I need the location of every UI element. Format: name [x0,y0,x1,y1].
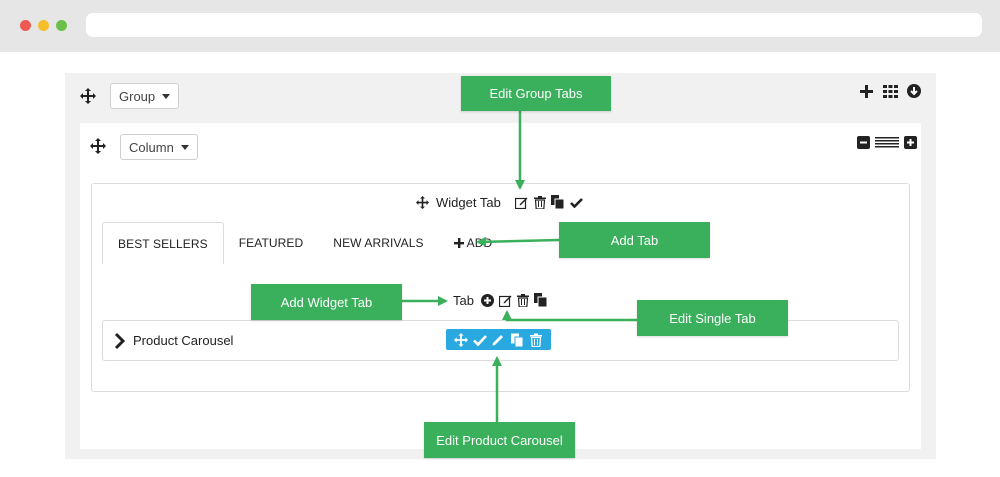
download-circle-icon[interactable] [907,84,921,98]
trash-icon[interactable] [517,294,529,307]
maximize-window-dot[interactable] [56,20,67,31]
plus-icon[interactable] [860,85,873,98]
tab-label: BEST SELLERS [118,236,208,251]
add-tab-button[interactable]: ADD [439,222,508,264]
edit-icon[interactable] [515,196,528,209]
close-window-dot[interactable] [20,20,31,31]
product-carousel-label: Product Carousel [133,333,234,348]
check-icon[interactable] [570,197,583,208]
copy-icon[interactable] [551,195,564,209]
column-move-icon[interactable] [90,138,106,154]
address-bar[interactable] [86,13,982,37]
plus-circle-icon[interactable] [481,294,494,307]
check-icon[interactable] [472,333,487,347]
group-dropdown-label: Group [119,88,156,104]
callout-add-widget-tab: Add Widget Tab [251,284,402,320]
chevron-right-icon[interactable] [114,332,126,350]
trash-icon[interactable] [529,333,543,347]
column-dropdown[interactable]: Column [120,134,198,160]
pencil-icon[interactable] [491,333,505,347]
caret-down-icon [162,93,171,99]
copy-icon[interactable] [534,293,547,307]
tab-label: FEATURED [238,236,304,250]
copy-icon[interactable] [510,333,524,347]
plus-icon [453,238,464,248]
plus-square-icon[interactable] [904,136,917,149]
lines-icon[interactable] [875,137,899,148]
minus-icon[interactable] [857,136,870,149]
tabs-row: BEST SELLERS FEATURED NEW ARRIVALS ADD [102,222,507,264]
browser-chrome [0,0,1000,52]
callout-edit-single-tab: Edit Single Tab [637,300,788,336]
callout-edit-product-carousel: Edit Product Carousel [424,422,575,458]
tab-new-arrivals[interactable]: NEW ARRIVALS [318,222,438,264]
callout-edit-group-tabs: Edit Group Tabs [461,76,611,111]
single-tab-label: Tab [453,293,474,308]
carousel-toolbar [446,329,551,350]
edit-icon[interactable] [499,294,512,307]
grid-icon[interactable] [883,85,898,98]
tab-featured[interactable]: FEATURED [224,222,319,264]
group-move-icon[interactable] [80,88,96,104]
group-dropdown[interactable]: Group [110,83,180,109]
callout-add-tab: Add Tab [559,222,710,258]
widget-move-icon[interactable] [416,196,429,209]
tab-label: NEW ARRIVALS [333,236,424,250]
caret-down-icon [180,144,189,150]
minimize-window-dot[interactable] [38,20,49,31]
add-tab-label: ADD [466,236,493,250]
column-dropdown-label: Column [129,139,174,155]
tab-best-sellers[interactable]: BEST SELLERS [102,222,224,264]
move-icon[interactable] [453,332,468,347]
trash-icon[interactable] [534,196,546,209]
widget-title: Widget Tab [436,195,501,210]
